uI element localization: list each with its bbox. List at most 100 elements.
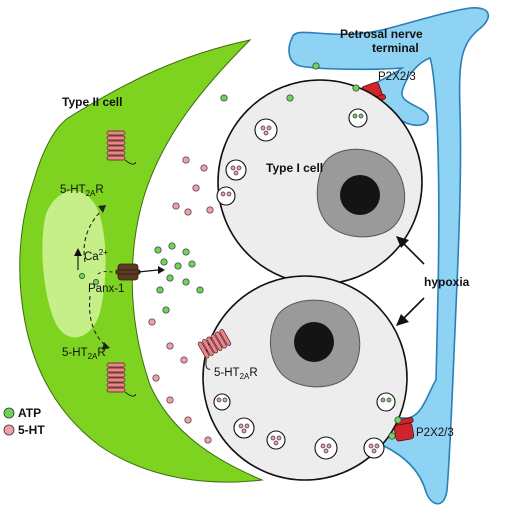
legend-ht-swatch: [3, 424, 15, 436]
atp-molecule: [188, 260, 196, 268]
label-p2x-top: P2X2/3: [378, 71, 416, 83]
atp-release-arrow: [137, 269, 159, 273]
atp-molecule: [386, 397, 392, 403]
receptor-helix: [219, 329, 232, 346]
receptor-tail: [124, 391, 137, 397]
atp-molecule: [174, 262, 182, 270]
serotonin-molecule: [241, 428, 247, 434]
atp-molecule: [394, 416, 402, 424]
serotonin-molecule: [260, 125, 266, 131]
hypoxia-arrows: [396, 236, 425, 326]
serotonin-molecule: [233, 170, 239, 176]
receptor-helix: [197, 341, 210, 359]
atp-molecule: [154, 246, 162, 254]
label-receptor-top: 5-HT2AR: [60, 184, 104, 198]
vesicle: [254, 118, 278, 142]
atp-molecule: [79, 273, 85, 279]
receptor-helix: [106, 362, 126, 368]
atp-molecule: [358, 113, 364, 119]
atp-molecule: [168, 242, 176, 250]
pannexin-channel-cap: [115, 269, 141, 275]
receptor-helix: [106, 135, 126, 141]
legend: ATP 5-HT: [3, 406, 45, 437]
hypoxia-arrow-down: [401, 297, 425, 321]
vesicle: [216, 186, 236, 206]
atp-molecule: [93, 279, 99, 285]
vesicle: [233, 417, 255, 439]
atp-molecule: [182, 278, 190, 286]
receptor-helix: [106, 150, 126, 156]
type-ii-cell-body: [19, 39, 264, 483]
receptor-helix: [215, 331, 227, 349]
atp-molecule: [352, 84, 360, 92]
legend-atp-swatch: [3, 407, 15, 419]
vesicle: [266, 430, 286, 450]
receptor-5ht2a-bottom: [106, 362, 137, 397]
serotonin-molecule: [266, 125, 272, 131]
serotonin-molecule: [166, 396, 174, 404]
signal-arrow-down-head: [102, 342, 110, 350]
serotonin-molecule: [184, 416, 192, 424]
hypoxia-arrow-up-head: [396, 236, 409, 248]
atp-molecule: [388, 432, 396, 440]
vesicle: [213, 393, 231, 411]
serotonin-molecule: [323, 448, 329, 454]
serotonin-molecule: [172, 202, 180, 210]
serotonin-molecule: [222, 397, 228, 403]
receptor-helix: [106, 387, 126, 393]
atp-molecule: [160, 258, 168, 266]
vesicle: [348, 108, 368, 128]
serotonin-molecule: [371, 448, 377, 454]
receptor-helix: [106, 367, 126, 373]
hypoxia-arrow-down-head: [396, 314, 409, 326]
serotonin-molecule: [200, 164, 208, 172]
panx-arrow: [97, 271, 115, 275]
atp-molecule: [286, 94, 294, 102]
receptor-helix: [106, 377, 126, 383]
vesicle: [363, 437, 385, 459]
receptor-helix: [106, 130, 126, 136]
type-ii-cell: [19, 39, 264, 483]
atp-molecule: [166, 274, 174, 282]
serotonin-molecule: [220, 191, 226, 197]
type-i-cell-top-nucleolus: [340, 175, 380, 215]
serotonin-molecule: [192, 184, 200, 192]
serotonin-molecule: [374, 443, 380, 449]
label-type-i-cell: Type I cell: [266, 161, 323, 175]
serotonin-molecule: [368, 443, 374, 449]
serotonin-molecule: [204, 436, 212, 444]
serotonin-molecule: [184, 208, 192, 216]
serotonin-molecule: [326, 443, 332, 449]
serotonin-molecule: [320, 443, 326, 449]
label-panx: Panx-1: [88, 283, 124, 295]
atp-molecule: [220, 94, 228, 102]
atp-molecule: [312, 62, 320, 70]
receptor-5ht2a-type-i: [197, 329, 232, 370]
pannexin-channel: [115, 263, 141, 281]
label-p2x-bottom: P2X2/3: [416, 427, 454, 439]
serotonin-molecule: [226, 191, 232, 197]
type-i-cell-top: [217, 79, 423, 285]
receptor-helix: [106, 145, 126, 151]
vesicle: [376, 392, 396, 412]
atp-molecule: [352, 113, 358, 119]
serotonin-molecule: [270, 435, 276, 441]
serotonin-molecule: [238, 423, 244, 429]
label-receptor-bottom: 5-HT2AR: [62, 347, 106, 361]
label-hypoxia: hypoxia: [424, 275, 470, 289]
serotonin-molecule: [236, 165, 242, 171]
receptor-helix: [106, 382, 126, 388]
calcium-arrowhead: [74, 248, 82, 256]
label-type-ii-cell: Type II cell: [62, 95, 122, 109]
serotonin-molecule: [276, 435, 282, 441]
vesicle: [314, 436, 338, 460]
receptor-helix: [106, 140, 126, 146]
serotonin-molecule: [244, 423, 250, 429]
label-calcium: Ca2+: [84, 248, 108, 263]
serotonin-molecule: [148, 318, 156, 326]
hypoxia-arrow-up: [401, 241, 425, 265]
atp-molecule: [156, 286, 164, 294]
serotonin-molecule: [166, 342, 174, 350]
receptor-helix: [210, 334, 223, 351]
